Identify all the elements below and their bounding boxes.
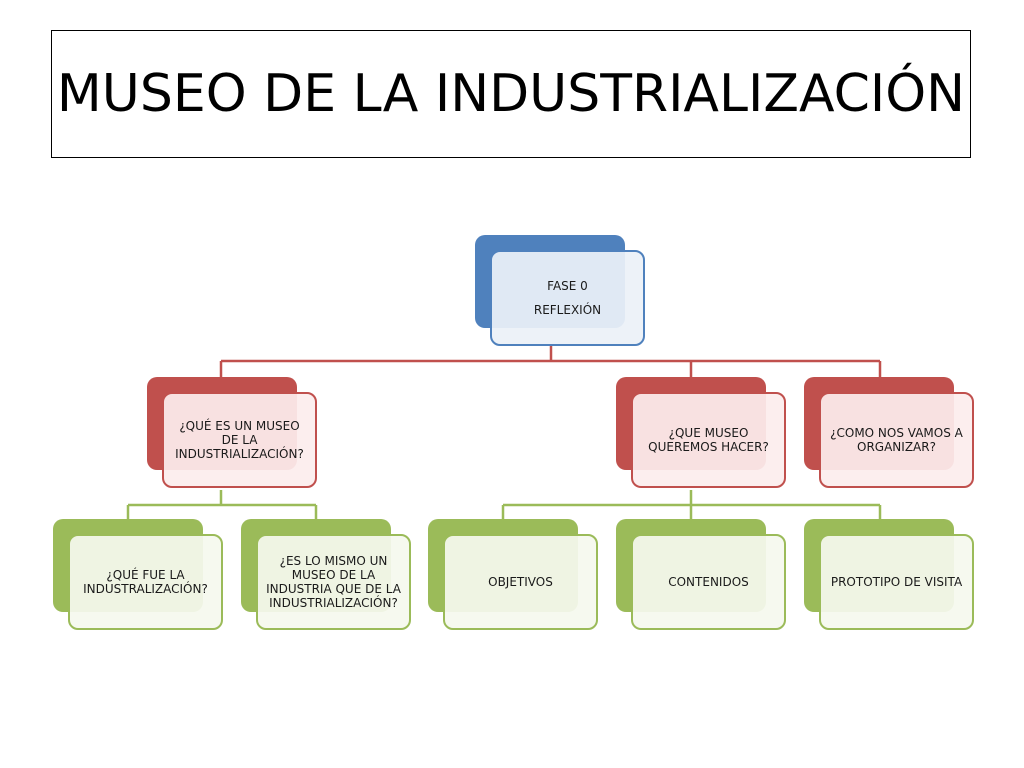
level1-node-2-front: ¿QUE MUSEO QUEREMOS HACER?	[631, 392, 786, 488]
group2-connectors	[501, 490, 882, 520]
root-node-line2: REFLEXIÓN	[533, 303, 602, 317]
level1-node-1-label: ¿QUÉ ES UN MUSEO DE LA INDUSTRIALIZACIÓN…	[175, 419, 304, 461]
level2-node-2-1-label: OBJETIVOS	[488, 575, 553, 589]
level2-node-2-3-label: PROTOTIPO DE VISITA	[830, 575, 963, 589]
root-node-front: FASE 0 REFLEXIÓN	[490, 250, 645, 346]
level2-node-2-1-front: OBJETIVOS	[443, 534, 598, 630]
root-node-label: FASE 0 REFLEXIÓN	[534, 279, 601, 317]
level2-node-2-2-label: CONTENIDOS	[668, 575, 749, 589]
root-connectors	[219, 346, 882, 378]
level2-node-1-2-front: ¿ES LO MISMO UN MUSEO DE LA INDUSTRIA QU…	[256, 534, 411, 630]
page-title: MUSEO DE LA INDUSTRIALIZACIÓN	[56, 64, 966, 124]
title-box: MUSEO DE LA INDUSTRIALIZACIÓN	[51, 30, 971, 158]
level2-node-1-1-label: ¿QUÉ FUE LA INDUSTRALIZACIÓN?	[83, 568, 208, 596]
level2-node-1-1-front: ¿QUÉ FUE LA INDUSTRALIZACIÓN?	[68, 534, 223, 630]
level1-node-3-front: ¿COMO NOS VAMOS A ORGANIZAR?	[819, 392, 974, 488]
group1-connectors	[126, 490, 318, 520]
level2-node-2-3-front: PROTOTIPO DE VISITA	[819, 534, 974, 630]
level2-node-1-2-label: ¿ES LO MISMO UN MUSEO DE LA INDUSTRIA QU…	[266, 554, 401, 610]
level1-node-2-label: ¿QUE MUSEO QUEREMOS HACER?	[648, 426, 769, 454]
level1-node-1-front: ¿QUÉ ES UN MUSEO DE LA INDUSTRIALIZACIÓN…	[162, 392, 317, 488]
level1-node-3-label: ¿COMO NOS VAMOS A ORGANIZAR?	[830, 426, 963, 454]
level2-node-2-2-front: CONTENIDOS	[631, 534, 786, 630]
root-node-line1: FASE 0	[547, 279, 588, 293]
